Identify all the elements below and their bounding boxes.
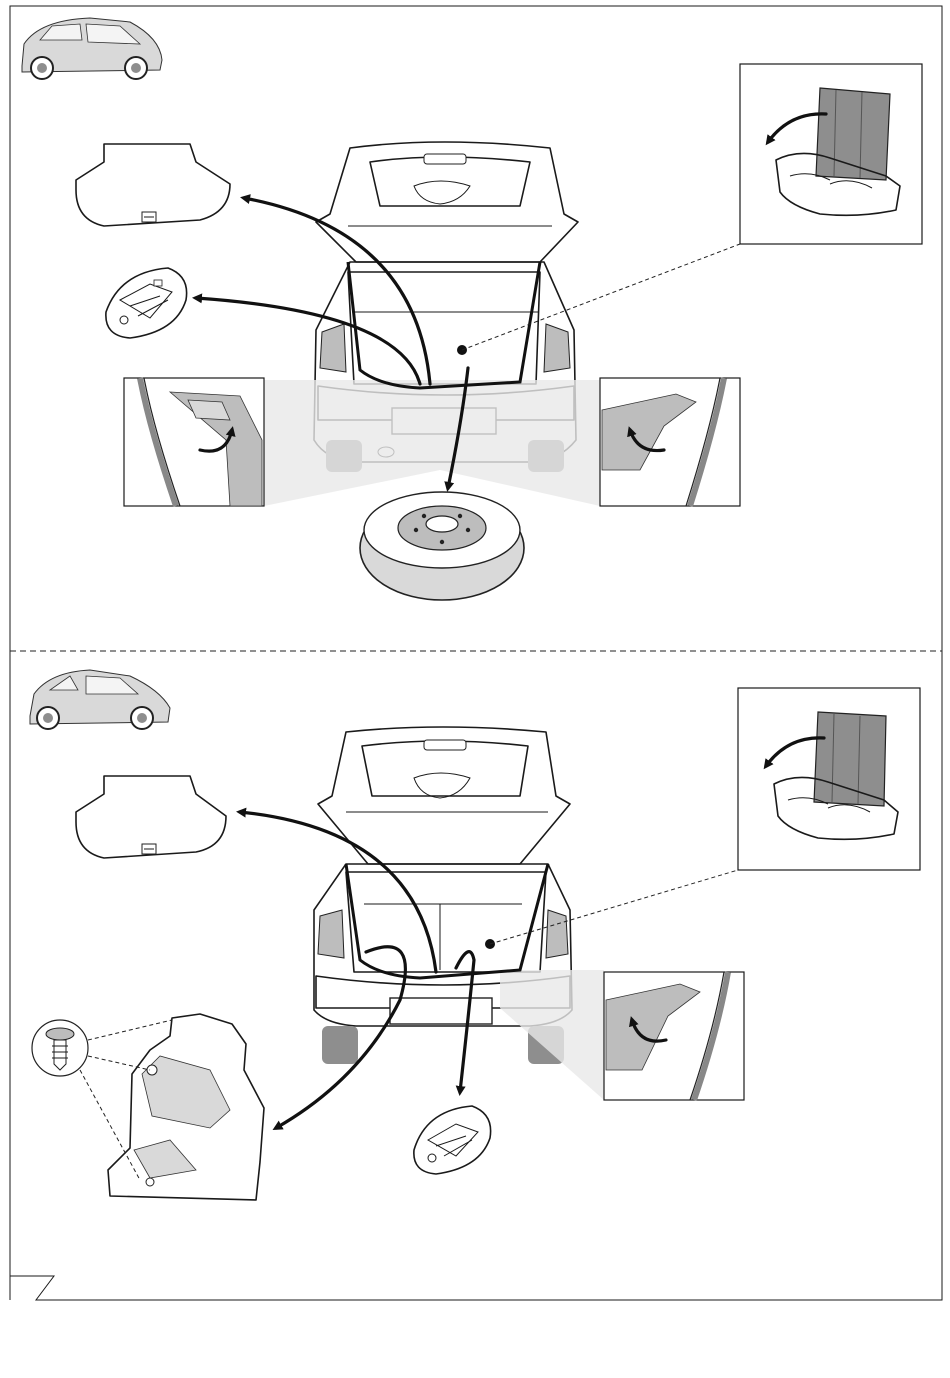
inset-seat-fold-bottom (738, 688, 920, 870)
inset-rotate-right-top (440, 378, 740, 506)
inset-rotate-left-top (124, 378, 440, 506)
spare-wheel (360, 492, 524, 600)
parcel-shelf-top (76, 144, 230, 226)
trim-clip (32, 1020, 88, 1076)
side-trim-panel (108, 1014, 264, 1200)
tool-tray-top (106, 268, 187, 338)
vehicle-variant-icon-bottom (30, 670, 170, 729)
inset-seat-fold-top (740, 64, 922, 244)
vehicle-variant-icon-top (22, 18, 162, 79)
tool-tray-bottom (414, 1106, 491, 1174)
inset-rotate-bottom (500, 970, 744, 1100)
parcel-shelf-bottom (76, 776, 226, 858)
